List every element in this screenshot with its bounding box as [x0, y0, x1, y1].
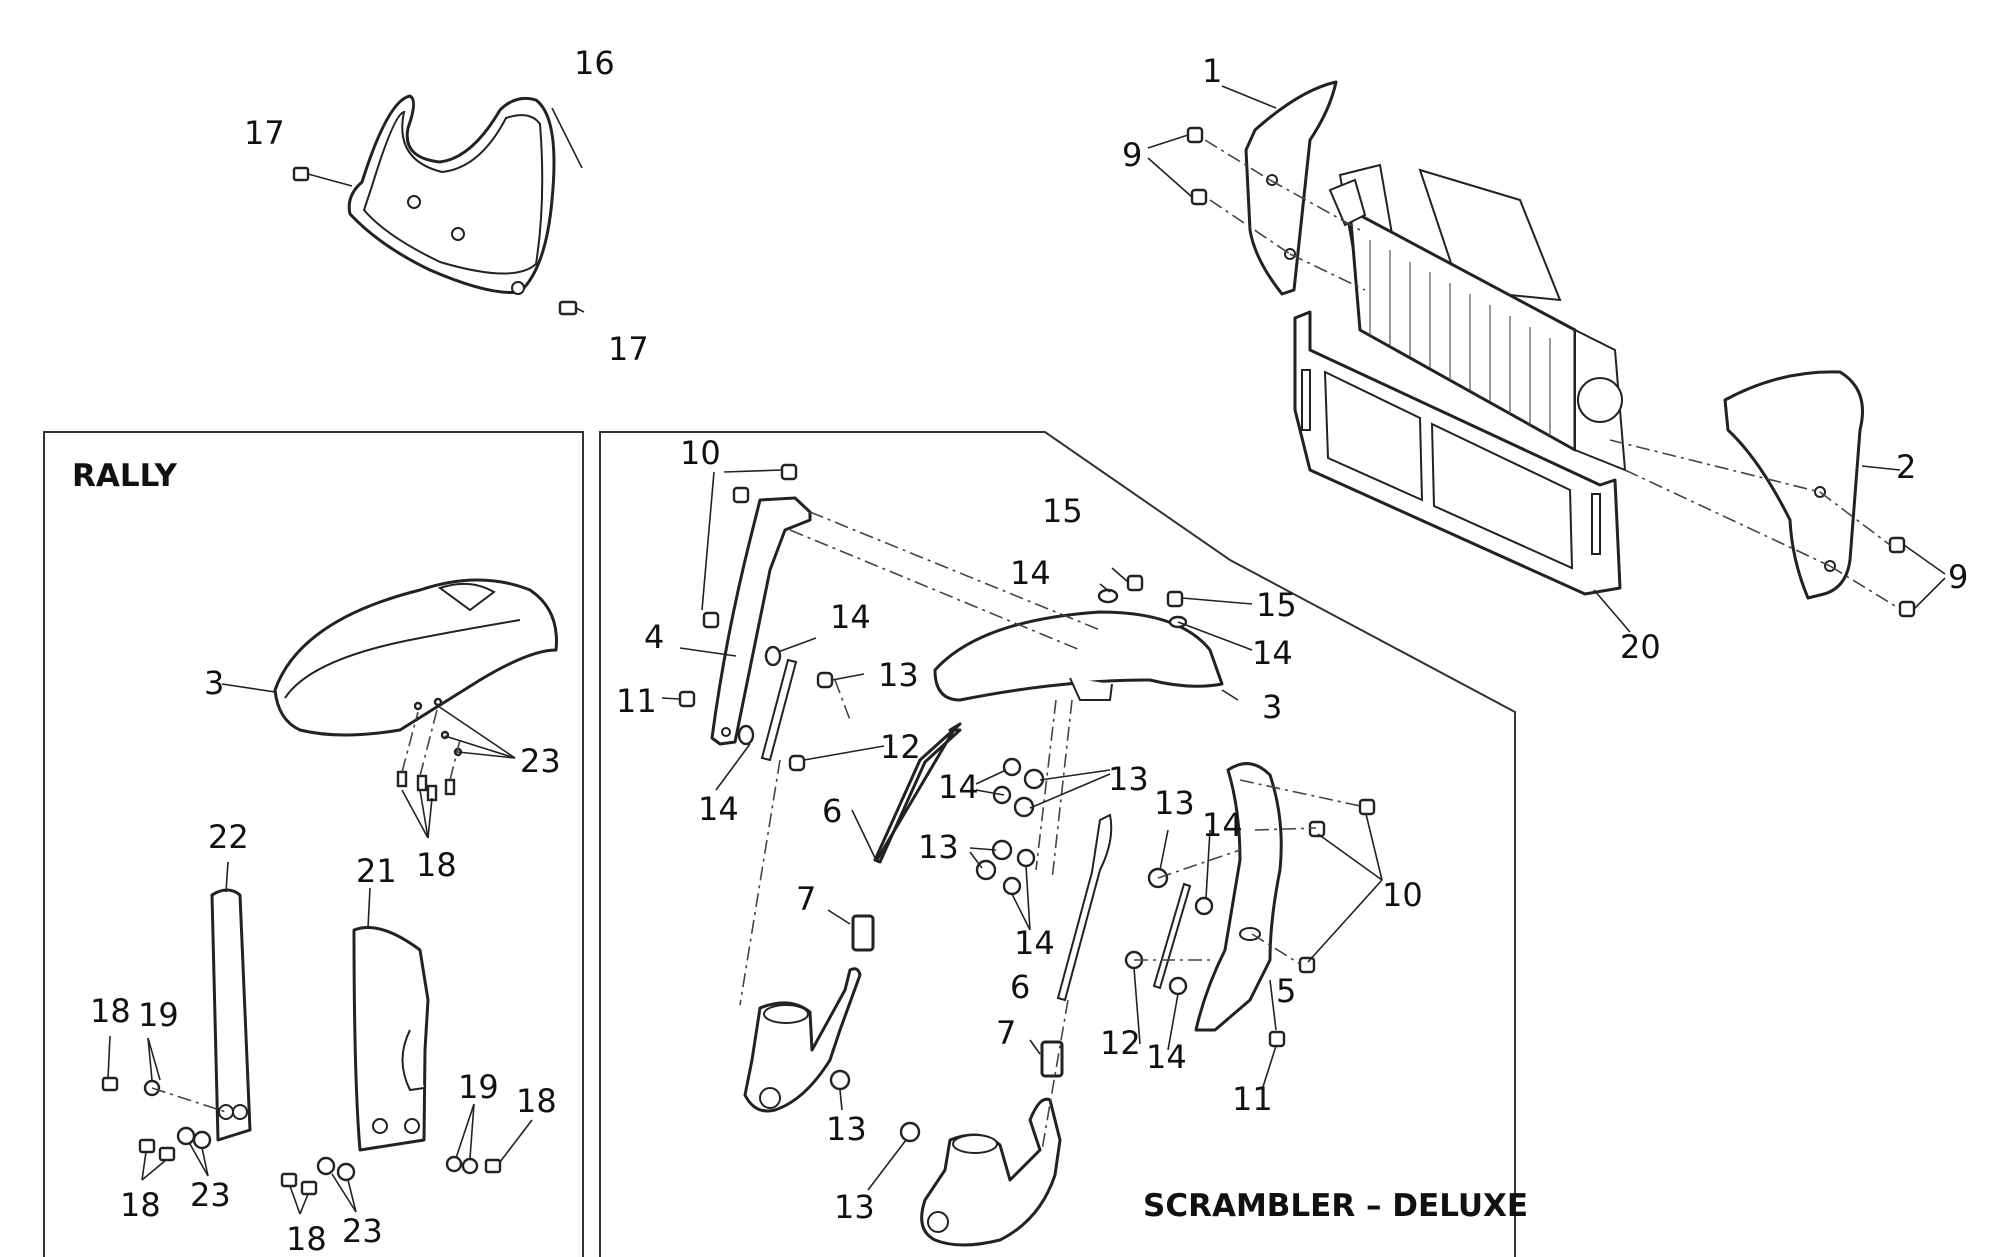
- callout-6: 6: [822, 792, 842, 830]
- callout-13: 13: [826, 1110, 867, 1148]
- fork-bracket-left: [743, 967, 862, 1113]
- callout-11: 11: [616, 682, 657, 720]
- rally-panel-title: RALLY: [72, 458, 178, 494]
- callout-18: 18: [286, 1220, 327, 1257]
- callout-7: 7: [996, 1014, 1016, 1052]
- callout-17: 17: [608, 330, 649, 368]
- callout-17: 17: [244, 114, 285, 152]
- callout-14: 14: [1010, 554, 1051, 592]
- callout-12: 12: [880, 728, 921, 766]
- callout-18: 18: [120, 1186, 161, 1224]
- callout-13: 13: [834, 1188, 875, 1226]
- radiator-guard-20: [1293, 310, 1622, 596]
- rally-fork-guard-22: [210, 888, 252, 1142]
- callout-14: 14: [938, 768, 979, 806]
- rally-mudguard-3: [273, 578, 558, 737]
- callout-1: 1: [1202, 52, 1222, 90]
- callout-11: 11: [1232, 1080, 1273, 1118]
- callout-14: 14: [1014, 924, 1055, 962]
- callout-3: 3: [204, 664, 224, 702]
- callout-15: 15: [1256, 586, 1297, 624]
- callout-14: 14: [698, 790, 739, 828]
- callout-21: 21: [356, 852, 397, 890]
- callout-23: 23: [342, 1212, 383, 1250]
- scrambler-panel-title: SCRAMBLER – DELUXE: [1143, 1188, 1528, 1224]
- rod-6-right: [1056, 813, 1113, 1002]
- callout-22: 22: [208, 818, 249, 856]
- callout-16: 16: [574, 44, 615, 82]
- stay-bracket-4: [710, 496, 812, 746]
- callout-18: 18: [90, 992, 131, 1030]
- callout-19: 19: [138, 996, 179, 1034]
- rally-fork-guard-21: [352, 926, 430, 1152]
- callout-10: 10: [680, 434, 721, 472]
- scrambler-mudguard-3: [933, 610, 1224, 702]
- link-plate-left: [760, 658, 1192, 990]
- callout-3: 3: [1262, 688, 1282, 726]
- callout-14: 14: [1252, 634, 1293, 672]
- callout-2: 2: [1896, 448, 1916, 486]
- callout-5: 5: [1276, 972, 1296, 1010]
- rod-6-left: [873, 722, 962, 864]
- callout-13: 13: [918, 828, 959, 866]
- rally-fasteners: [101, 697, 502, 1196]
- callout-13: 13: [1108, 760, 1149, 798]
- callout-10: 10: [1382, 876, 1423, 914]
- callout-13: 13: [878, 656, 919, 694]
- callout-23: 23: [190, 1176, 231, 1214]
- callout-13: 13: [1154, 784, 1195, 822]
- stay-bracket-5: [1194, 762, 1283, 1032]
- callout-23: 23: [520, 742, 561, 780]
- callout-6: 6: [1010, 968, 1030, 1006]
- callout-9: 9: [1948, 558, 1968, 596]
- callout-18: 18: [416, 846, 457, 884]
- spacer-7-right: [1040, 1040, 1064, 1078]
- callout-18: 18: [516, 1082, 557, 1120]
- bolt-17-lower: [558, 300, 585, 316]
- callout-12: 12: [1100, 1024, 1141, 1062]
- callout-19: 19: [458, 1068, 499, 1106]
- rally-panel-frame: [43, 431, 584, 1257]
- scrambler-panel-frame: [599, 431, 1516, 1257]
- callout-14: 14: [1146, 1038, 1187, 1076]
- fork-bracket-right: [920, 1097, 1062, 1247]
- callout-7: 7: [796, 880, 816, 918]
- callout-9: 9: [1122, 136, 1142, 174]
- radiator-assembly: [1328, 163, 1627, 472]
- radiator-side-cover-1: [1244, 80, 1338, 296]
- bolt-9-upper-left: [1186, 126, 1208, 206]
- scrambler-fasteners: [678, 463, 1376, 1143]
- callout-14: 14: [830, 598, 871, 636]
- callout-14: 14: [1202, 806, 1243, 844]
- spacer-7-left: [851, 914, 875, 952]
- callout-20: 20: [1620, 628, 1661, 666]
- callout-15: 15: [1042, 492, 1083, 530]
- bolt-17-upper: [292, 166, 353, 187]
- callout-4: 4: [644, 618, 664, 656]
- headlight-surround-16: [347, 94, 556, 295]
